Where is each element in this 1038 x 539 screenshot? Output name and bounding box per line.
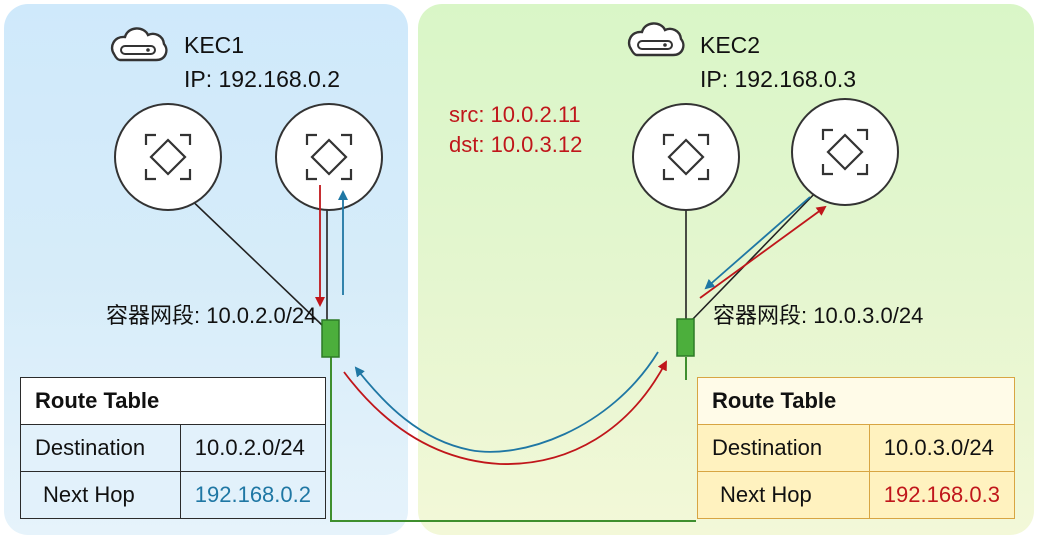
host-ip-kec2: IP: 192.168.0.3	[700, 66, 857, 92]
next-hop-label: Next Hop	[697, 471, 870, 519]
forward-path-arrow	[343, 360, 667, 465]
egress-arrow	[699, 205, 827, 299]
host-name-kec2: KEC2	[700, 32, 761, 58]
next-hop-label: Next Hop	[20, 471, 181, 519]
container-cidr-kec1: 容器网段: 10.0.2.0/24	[106, 303, 317, 328]
host-ip-kec1: IP: 192.168.0.2	[184, 66, 341, 92]
route-table-title: Route Table	[20, 377, 326, 425]
bridge-kec2	[676, 318, 695, 357]
packet-dst: dst: 10.0.3.12	[449, 132, 583, 157]
host-name-kec1: KEC1	[184, 32, 245, 58]
next-hop-value: 192.168.0.2	[179, 471, 327, 519]
cloud-server-icon	[627, 22, 685, 57]
destination-value: 10.0.2.0/24	[179, 424, 327, 472]
container-icon	[631, 102, 741, 212]
next-hop-value: 192.168.0.3	[868, 471, 1016, 519]
return-path-arrow	[354, 351, 659, 453]
destination-label: Destination	[20, 424, 181, 472]
container-icon	[790, 97, 900, 207]
container-icon	[274, 102, 384, 212]
bridge-kec1	[321, 319, 340, 358]
packet-src: src: 10.0.2.11	[449, 102, 581, 127]
cloud-server-icon	[110, 27, 168, 62]
container-icon	[113, 102, 223, 212]
route-table-kec1: Route Table Destination 10.0.2.0/24 Next…	[20, 377, 327, 519]
destination-value: 10.0.3.0/24	[868, 424, 1016, 472]
route-table-title: Route Table	[697, 377, 1015, 425]
container-cidr-kec2: 容器网段: 10.0.3.0/24	[713, 303, 924, 328]
ingress-arrow	[704, 196, 811, 290]
route-table-kec2: Route Table Destination 10.0.3.0/24 Next…	[697, 377, 1016, 519]
destination-label: Destination	[697, 424, 870, 472]
